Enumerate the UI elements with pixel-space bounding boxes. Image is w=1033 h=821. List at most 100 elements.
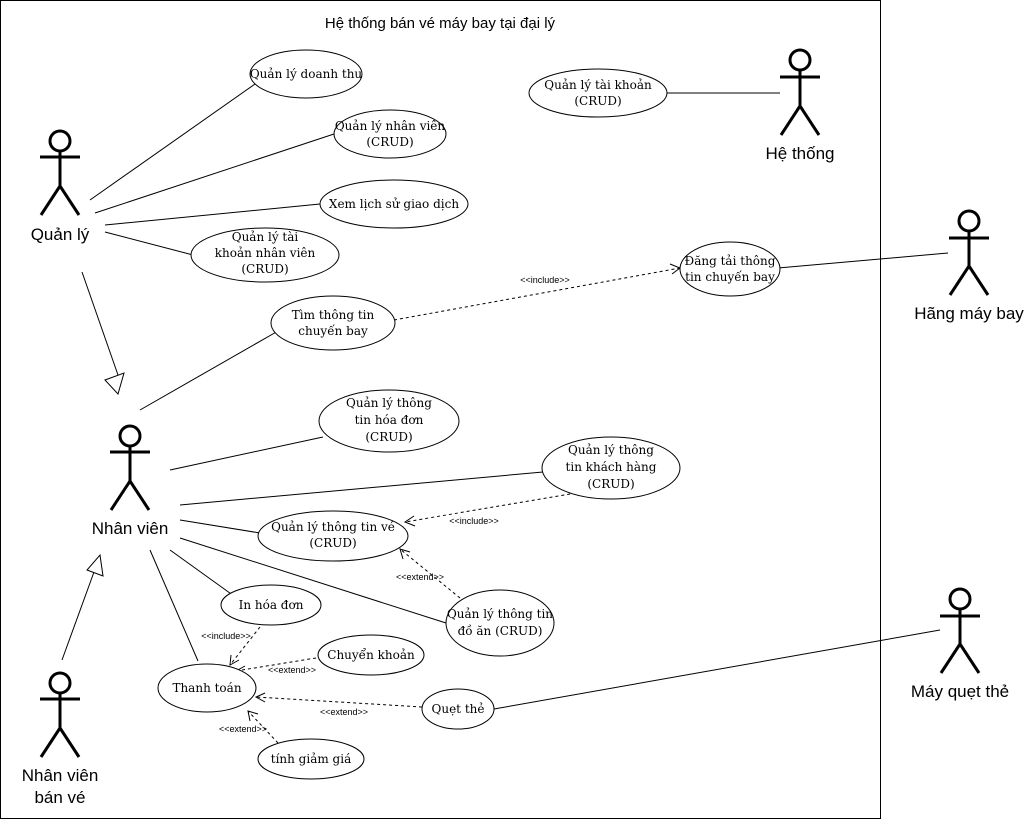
include-label: <<include>>	[449, 516, 499, 526]
actor-label: Máy quẹt thẻ	[911, 682, 1009, 701]
include-inhoadon-thanhtoan	[229, 626, 261, 666]
usecase-dang-tai-thong-tin-chuyen-bay[interactable]: Đăng tải thông tin chuyến bay	[679, 241, 781, 297]
assoc-quanly-lichsu	[104, 203, 321, 226]
arrowhead	[247, 710, 259, 722]
actor-hang-may-bay[interactable]: Hãng máy bay	[914, 209, 1024, 323]
svg-text:Thanh toán: Thanh toán	[172, 681, 241, 695]
assoc-nv-doan	[179, 537, 447, 624]
generalization-arrowhead	[104, 372, 125, 395]
usecase-quan-ly-nhan-vien[interactable]: Quản lý nhân viên (CRUD)	[333, 109, 447, 159]
svg-text:(CRUD): (CRUD)	[309, 536, 356, 550]
usecase-quan-ly-tai-khoan[interactable]: Quản lý tài khoản (CRUD)	[528, 68, 668, 118]
assoc-quanly-taikhoannv	[104, 231, 194, 256]
svg-text:tin hóa đơn: tin hóa đơn	[355, 413, 424, 427]
svg-text:Quản lý tài khoản: Quản lý tài khoản	[544, 78, 652, 92]
assoc-nv-hoadon	[169, 436, 324, 471]
actor-label: bán vé	[34, 788, 85, 807]
assoc-hang-dangtai	[777, 252, 949, 269]
extend-label: <<extend>>	[320, 707, 368, 717]
svg-text:tin khách hàng: tin khách hàng	[566, 460, 657, 474]
usecase-quan-ly-thong-tin-hoa-don[interactable]: Quản lý thông tin hóa đơn (CRUD)	[318, 389, 460, 453]
assoc-nv-timthongtin	[139, 330, 279, 411]
arrowhead	[669, 263, 682, 275]
generalizations	[61, 271, 125, 661]
system-boundary	[0, 0, 881, 819]
arrowhead	[229, 654, 240, 666]
actor-may-quet-the[interactable]: Máy quẹt thẻ	[911, 587, 1009, 701]
usecase-quan-ly-tai-khoan-nhan-vien[interactable]: Quản lý tài khoản nhân viên (CRUD)	[190, 227, 340, 283]
svg-text:tin chuyến bay: tin chuyến bay	[685, 269, 775, 284]
extend-doan-ve	[399, 548, 461, 599]
include-tim-dangtai	[393, 267, 681, 321]
arrowhead	[403, 515, 416, 527]
svg-text:Quản lý nhân viên: Quản lý nhân viên	[335, 119, 446, 133]
actor-nhan-vien-ban-ve[interactable]: Nhân viên bán vé	[22, 671, 99, 807]
svg-text:khoản nhân viên: khoản nhân viên	[215, 246, 316, 260]
svg-text:Quẹt thẻ: Quẹt thẻ	[432, 702, 485, 716]
assoc-mayquet-quetthe	[493, 629, 941, 710]
assoc-nv-inhoadon	[169, 549, 235, 597]
svg-text:(CRUD): (CRUD)	[574, 94, 621, 108]
svg-text:tính giảm giá: tính giảm giá	[271, 752, 351, 766]
svg-text:(CRUD): (CRUD)	[366, 135, 413, 149]
actor-he-thong[interactable]: Hệ thống	[766, 48, 835, 163]
extend-label: <<extend>>	[219, 724, 267, 734]
usecase-quan-ly-thong-tin-ve[interactable]: Quản lý thông tin vé (CRUD)	[257, 510, 409, 562]
svg-text:đồ ăn (CRUD): đồ ăn (CRUD)	[458, 623, 543, 638]
generalization-arrowhead	[86, 553, 104, 577]
extend-chuyenkhoan-thanhtoan	[235, 656, 323, 672]
usecase-tim-thong-tin-chuyen-bay[interactable]: Tìm thông tin chuyến bay	[270, 295, 396, 351]
actor-label: Nhân viên	[22, 766, 99, 785]
usecase-chuyen-khoan[interactable]: Chuyển khoản	[317, 634, 425, 676]
actor-quan-ly[interactable]: Quản lý	[31, 129, 90, 244]
usecase-quan-ly-doanh-thu[interactable]: Quản lý doanh thu	[249, 49, 363, 99]
svg-text:Quản lý thông tin: Quản lý thông tin	[447, 607, 553, 621]
assoc-nv-thanhtoan	[149, 549, 199, 662]
extend-label: <<extend>>	[396, 572, 444, 582]
use-cases: Quản lý doanh thu Quản lý nhân viên (CRU…	[157, 49, 781, 780]
usecase-in-hoa-don[interactable]: In hóa đơn	[220, 584, 322, 626]
usecase-quan-ly-thong-tin-khach-hang[interactable]: Quản lý thông tin khách hàng (CRUD)	[541, 436, 681, 500]
usecase-xem-lich-su-giao-dich[interactable]: Xem lịch sử giao dịch	[319, 179, 469, 229]
assoc-quanly-nhanvien	[94, 133, 335, 214]
associations	[89, 83, 949, 710]
assoc-nv-ve	[179, 519, 261, 534]
svg-text:Quản lý thông tin vé: Quản lý thông tin vé	[271, 520, 395, 534]
assoc-nv-khachhang	[179, 471, 544, 506]
actor-label: Quản lý	[31, 225, 90, 244]
usecase-quet-the[interactable]: Quẹt thẻ	[421, 688, 495, 730]
extend-giamgia-thanhtoan	[247, 710, 279, 744]
svg-text:(CRUD): (CRUD)	[587, 477, 634, 491]
actor-label: Hãng máy bay	[914, 304, 1024, 323]
include-label: <<include>>	[201, 631, 251, 641]
usecase-thanh-toan[interactable]: Thanh toán	[157, 663, 257, 713]
generalization-nhanvien-quanly	[81, 271, 119, 376]
svg-text:Quản lý doanh thu: Quản lý doanh thu	[250, 67, 363, 81]
actor-label: Hệ thống	[766, 144, 835, 163]
svg-text:Xem lịch sử giao dịch: Xem lịch sử giao dịch	[329, 197, 459, 211]
svg-text:chuyến bay: chuyến bay	[298, 323, 368, 338]
arrowhead	[399, 548, 411, 560]
svg-text:Quản lý thông: Quản lý thông	[568, 443, 654, 457]
include-label: <<include>>	[520, 275, 570, 285]
svg-text:In hóa đơn: In hóa đơn	[239, 598, 304, 612]
usecase-quan-ly-thong-tin-do-an[interactable]: Quản lý thông tin đồ ăn (CRUD)	[445, 589, 555, 657]
svg-text:Đăng tải thông: Đăng tải thông	[685, 254, 776, 268]
svg-text:(CRUD): (CRUD)	[365, 430, 412, 444]
extend-label: <<extend>>	[268, 665, 316, 675]
svg-text:Tìm thông tin: Tìm thông tin	[292, 308, 375, 322]
generalization-banve-nhanvien	[61, 571, 95, 661]
extend-quetthe-thanhtoan	[255, 696, 423, 708]
system-title: Hệ thống bán vé máy bay tại đại lý	[325, 15, 556, 32]
actor-nhan-vien[interactable]: Nhân viên	[92, 424, 169, 538]
svg-text:Quản lý thông: Quản lý thông	[346, 396, 432, 410]
svg-text:Chuyển khoản: Chuyển khoản	[327, 647, 415, 662]
assoc-quanly-doanhthu	[89, 83, 256, 201]
svg-text:(CRUD): (CRUD)	[241, 262, 288, 276]
dependencies: <<include>> <<include>> <<extend>> <<inc…	[201, 263, 682, 744]
actor-label: Nhân viên	[92, 519, 169, 538]
arrowhead	[254, 692, 266, 703]
usecase-tinh-giam-gia[interactable]: tính giảm giá	[257, 738, 365, 780]
svg-text:Quản lý tài: Quản lý tài	[232, 230, 299, 244]
